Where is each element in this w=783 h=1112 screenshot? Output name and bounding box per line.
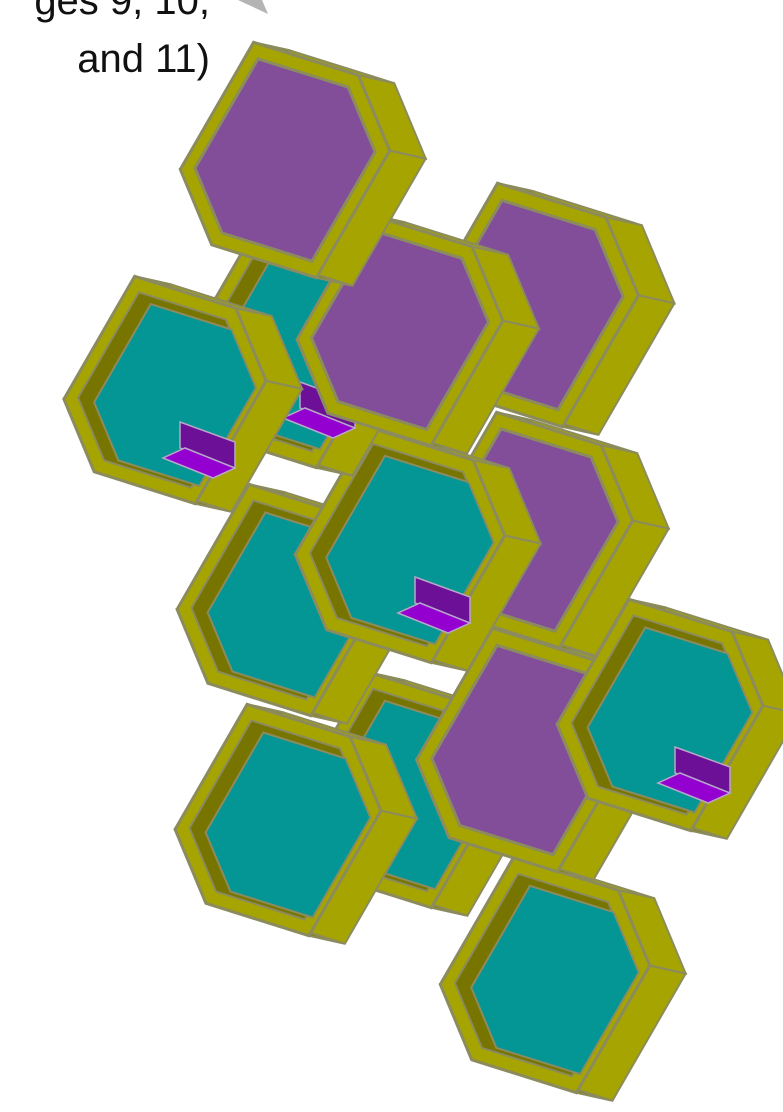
cell-center-open-module-base: [396, 602, 472, 634]
cell-bottom-right: [438, 855, 688, 1102]
cell-top-panel: [193, 57, 377, 263]
cell-top: [178, 40, 428, 287]
cell-bottom-left: [173, 702, 419, 945]
cell-bottom-left-panel: [204, 731, 372, 919]
cell-right-open: [555, 597, 783, 840]
cells-layer: [62, 40, 783, 1102]
callout-label-line1: ges 9, 10,: [34, 0, 210, 23]
cell-left-open-module-base: [161, 447, 237, 479]
callout-label-line2: and 11): [77, 37, 210, 81]
cell-left-open: [62, 274, 304, 513]
cell-right-open-module-base: [656, 772, 732, 804]
callout-leader-line: [238, 0, 268, 14]
cell-bottom-right-panel: [470, 884, 640, 1076]
cell-center-left-open-module-base: [281, 407, 357, 439]
